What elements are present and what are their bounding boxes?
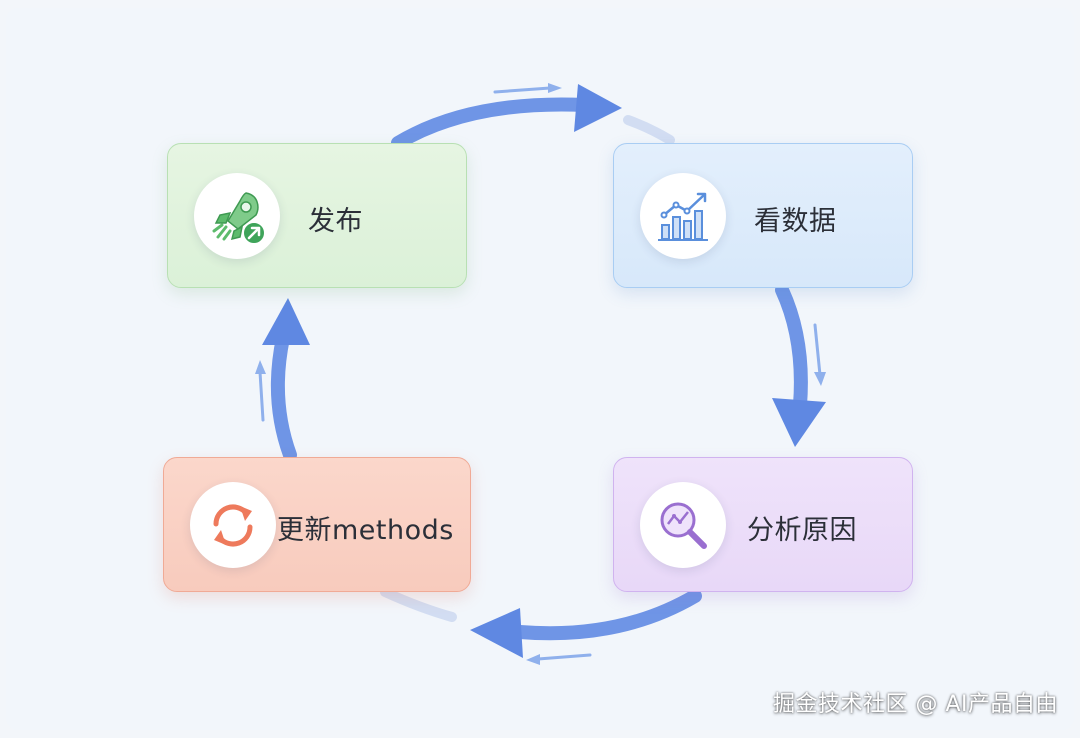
arrow-data-to-analyze — [772, 283, 826, 447]
arrow-update-to-release — [255, 298, 310, 462]
arrow-analyze-to-update — [380, 587, 702, 665]
rocket-icon — [194, 173, 280, 259]
node-update-label: 更新methods — [277, 515, 454, 546]
diagram-canvas — [6, 8, 1074, 730]
refresh-icon — [190, 482, 276, 568]
node-analyze: 分析原因 — [613, 457, 913, 592]
node-data: 看数据 — [613, 143, 913, 288]
magnifier-chart-icon — [640, 482, 726, 568]
node-data-label: 看数据 — [754, 206, 837, 237]
node-release-label: 发布 — [308, 206, 363, 237]
node-analyze-label: 分析原因 — [747, 515, 857, 546]
arrow-release-to-data — [391, 83, 675, 150]
bar-chart-icon — [640, 173, 726, 259]
watermark: 掘金技术社区 @ AI产品自由 — [772, 692, 1058, 717]
node-release: 发布 — [167, 143, 467, 288]
node-update: 更新methods — [163, 457, 471, 592]
